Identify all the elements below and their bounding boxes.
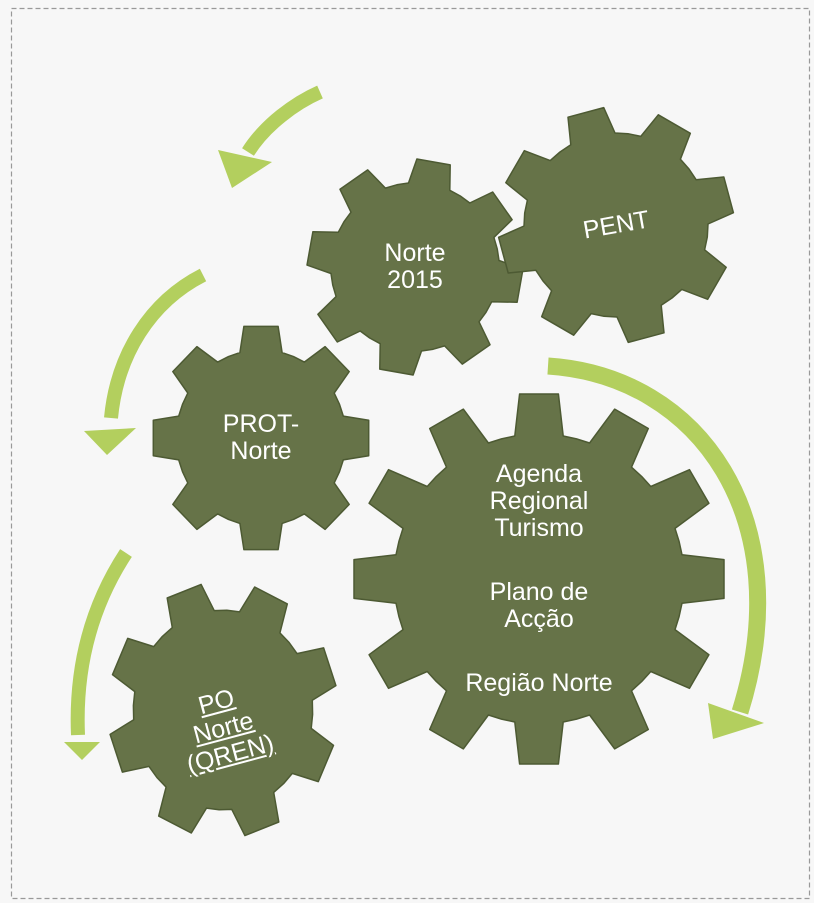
gear-body [109,583,337,837]
gear-icon [353,393,725,765]
gear-label-agenda: Agenda Regional Turismo Plano de Acção R… [465,434,612,724]
gear-label-prot-norte: PROT- Norte [222,410,300,465]
arrowhead-icon [218,150,272,188]
curved-arrow-icon [70,549,132,736]
gear-norte-2015: Norte 2015 [306,158,524,376]
agenda-line-1: Agenda Regional Turismo [489,460,589,542]
arrows-group [64,85,767,760]
gear-label-norte-2015: Norte 2015 [384,239,446,294]
gear-po-norte[interactable]: PO Norte (QREN) [108,582,338,838]
gear-body [306,158,524,376]
arrowhead-icon [84,428,136,455]
gear-icon [306,158,524,376]
gear-body [353,393,725,765]
curved-arrow-icon [104,268,207,419]
gear-icon [109,583,337,837]
arrowhead-icon [708,703,764,739]
curved-arrow-icon [547,357,767,715]
gear-body [152,325,370,551]
gear-prot-norte: PROT- Norte [152,325,370,551]
gear-icon [497,106,735,344]
gear-agenda-regional: Agenda Regional Turismo Plano de Acção R… [353,393,725,765]
agenda-line-2: Plano de Acção [489,578,589,633]
arrowhead-icon [64,742,100,760]
gear-pent: PENT [497,106,735,344]
agenda-line-3: Região Norte [465,669,613,697]
gear-body [497,106,735,344]
dashed-frame [10,7,811,900]
gear-icon [152,325,370,551]
curved-arrow-icon [242,85,323,156]
